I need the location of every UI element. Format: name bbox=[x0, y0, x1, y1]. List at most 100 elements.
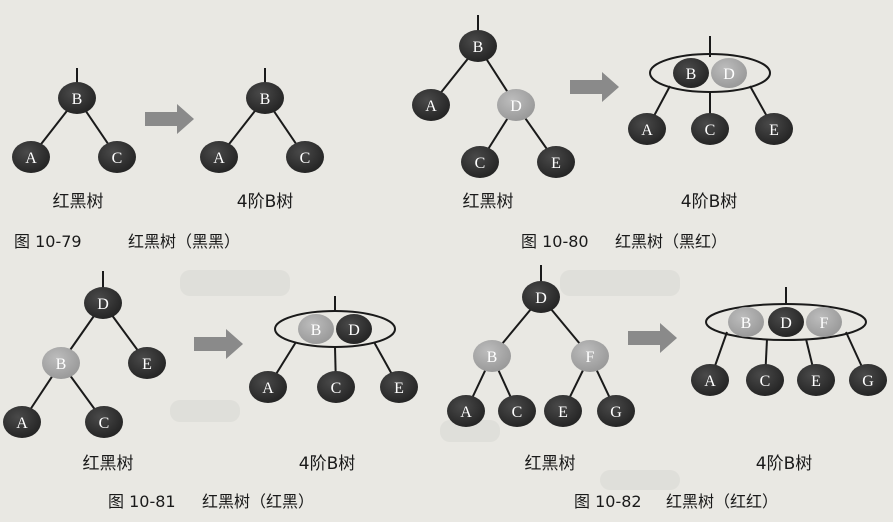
tree-node: B bbox=[58, 82, 96, 114]
tree-node: E bbox=[380, 371, 418, 403]
tree-node: D bbox=[768, 307, 804, 337]
svg-text:C: C bbox=[512, 404, 523, 421]
figure-caption-number: 图 10-79 bbox=[14, 232, 82, 251]
svg-text:E: E bbox=[811, 373, 821, 390]
rb-tree-left bbox=[21, 271, 148, 423]
svg-text:E: E bbox=[769, 122, 779, 139]
btree-node-outline bbox=[649, 53, 771, 93]
figure-10-82: D B F A C E G bbox=[447, 265, 887, 511]
tree-node: A bbox=[12, 141, 50, 173]
tree-node: E bbox=[537, 146, 575, 178]
svg-text:G: G bbox=[862, 373, 874, 390]
svg-text:B: B bbox=[56, 356, 67, 373]
tree-node: E bbox=[797, 364, 835, 396]
figure-caption-text: 红黑树（黑红） bbox=[615, 232, 727, 251]
svg-text:A: A bbox=[460, 404, 472, 421]
svg-text:B: B bbox=[72, 91, 83, 108]
tree-node: F bbox=[571, 340, 609, 372]
figure-caption-number: 图 10-80 bbox=[521, 232, 589, 251]
right-label: 4阶B树 bbox=[237, 192, 293, 212]
tree-node: D bbox=[84, 287, 122, 319]
tree-node: C bbox=[98, 141, 136, 173]
svg-text:D: D bbox=[97, 296, 109, 313]
figure-caption-number: 图 10-82 bbox=[574, 492, 642, 511]
tree-node: E bbox=[544, 395, 582, 427]
right-label: 4阶B树 bbox=[756, 454, 812, 474]
tree-node: D bbox=[336, 314, 372, 344]
svg-text:A: A bbox=[213, 150, 225, 167]
svg-text:E: E bbox=[558, 404, 568, 421]
tree-node: A bbox=[412, 89, 450, 121]
tree-node: C bbox=[498, 395, 536, 427]
svg-text:F: F bbox=[820, 315, 829, 332]
tree-node: A bbox=[249, 371, 287, 403]
svg-text:D: D bbox=[348, 322, 360, 339]
svg-text:D: D bbox=[535, 290, 547, 307]
tree-node: A bbox=[628, 113, 666, 145]
svg-text:E: E bbox=[394, 380, 404, 397]
svg-text:D: D bbox=[723, 66, 735, 83]
svg-text:A: A bbox=[425, 98, 437, 115]
svg-text:A: A bbox=[25, 150, 37, 167]
tree-node: C bbox=[85, 406, 123, 438]
svg-text:C: C bbox=[475, 155, 486, 172]
tree-node: D bbox=[497, 89, 535, 121]
tree-node: E bbox=[755, 113, 793, 145]
svg-text:A: A bbox=[641, 122, 653, 139]
background-texture bbox=[170, 270, 680, 490]
figure-caption-text: 红黑树（红红） bbox=[666, 492, 778, 511]
left-label: 红黑树 bbox=[525, 454, 576, 474]
svg-text:B: B bbox=[311, 322, 322, 339]
tree-node: B bbox=[459, 30, 497, 62]
arrow-icon bbox=[628, 323, 677, 353]
tree-node: B bbox=[673, 58, 709, 88]
svg-text:E: E bbox=[142, 356, 152, 373]
svg-text:C: C bbox=[99, 415, 110, 432]
svg-text:D: D bbox=[510, 98, 522, 115]
tree-node: C bbox=[691, 113, 729, 145]
svg-text:C: C bbox=[705, 122, 716, 139]
tree-node: B bbox=[42, 347, 80, 379]
svg-text:F: F bbox=[586, 349, 595, 366]
arrow-icon bbox=[194, 329, 243, 359]
arrow-icon bbox=[145, 104, 194, 134]
figure-caption-number: 图 10-81 bbox=[108, 492, 176, 511]
tree-node: F bbox=[806, 307, 842, 337]
tree-node: D bbox=[522, 281, 560, 313]
tree-node: A bbox=[200, 141, 238, 173]
svg-text:G: G bbox=[610, 404, 622, 421]
btree-node-outline bbox=[274, 310, 396, 348]
tree-node: A bbox=[691, 364, 729, 396]
right-label: 4阶B树 bbox=[681, 192, 737, 212]
figure-10-81: D B E A C B bbox=[3, 271, 418, 511]
svg-text:C: C bbox=[760, 373, 771, 390]
tree-node: B bbox=[728, 307, 764, 337]
svg-text:A: A bbox=[262, 380, 274, 397]
right-label: 4阶B树 bbox=[299, 454, 355, 474]
svg-text:A: A bbox=[16, 415, 28, 432]
tree-node: G bbox=[849, 364, 887, 396]
tree-node: A bbox=[447, 395, 485, 427]
tree-node: C bbox=[317, 371, 355, 403]
svg-text:B: B bbox=[741, 315, 752, 332]
arrow-icon bbox=[570, 72, 619, 102]
svg-text:B: B bbox=[260, 91, 271, 108]
svg-text:D: D bbox=[780, 315, 792, 332]
left-label: 红黑树 bbox=[83, 454, 134, 474]
tree-node: E bbox=[128, 347, 166, 379]
svg-text:B: B bbox=[473, 39, 484, 56]
tree-node: B bbox=[246, 82, 284, 114]
left-label: 红黑树 bbox=[463, 192, 514, 212]
svg-text:E: E bbox=[551, 155, 561, 172]
figure-10-79: B A C B A C 红黑树 bbox=[12, 68, 324, 251]
tree-node: D bbox=[711, 58, 747, 88]
figure-caption-text: 红黑树（黑黑） bbox=[128, 232, 240, 251]
tree-node: G bbox=[597, 395, 635, 427]
svg-text:B: B bbox=[487, 349, 498, 366]
svg-text:A: A bbox=[704, 373, 716, 390]
figure-10-80: B A D C E B bbox=[412, 15, 793, 251]
tree-node: C bbox=[286, 141, 324, 173]
left-label: 红黑树 bbox=[53, 192, 104, 212]
